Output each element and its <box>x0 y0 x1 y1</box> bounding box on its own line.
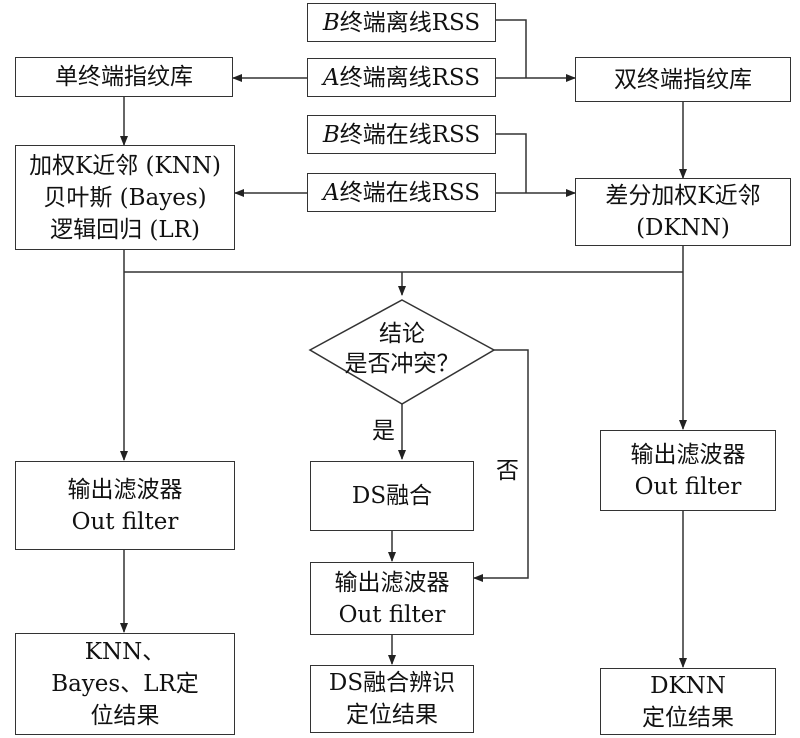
edge-label-yes: 是 <box>372 418 395 444</box>
output-filter-left: 输出滤波器 Out filter <box>15 461 235 550</box>
filter-left-line-1: 输出滤波器 <box>67 476 183 503</box>
algorithm-lr: 逻辑回归 (LR) <box>50 216 200 243</box>
ds-fusion-label: DS融合 <box>351 483 433 509</box>
decision-line-1: 结论 <box>379 321 425 347</box>
dknn-line-1: 差分加权K近邻 <box>605 183 761 209</box>
result-left-line-2: Bayes、LR定 <box>51 671 199 697</box>
result-middle-box: DS融合辨识 定位结果 <box>310 665 474 733</box>
result-right-line-1: DKNN <box>650 672 726 699</box>
b-offline-prefix: B <box>322 9 340 36</box>
b-online-text: 终端在线RSS <box>339 121 481 148</box>
output-filter-right: 输出滤波器 Out filter <box>600 430 776 511</box>
output-filter-middle: 输出滤波器 Out filter <box>310 562 474 635</box>
single-db-label: 单终端指纹库 <box>55 64 193 90</box>
a-online-prefix: A <box>322 179 340 206</box>
edge-b-offline-to-dual-db <box>496 19 527 78</box>
edge-b-online-to-dknn <box>496 133 527 193</box>
single-terminal-fingerprint-db: 单终端指纹库 <box>15 57 233 97</box>
filter-mid-line-1: 输出滤波器 <box>334 569 450 596</box>
dual-terminal-fingerprint-db: 双终端指纹库 <box>575 57 791 102</box>
filter-left-line-2: Out filter <box>71 508 179 535</box>
decision-line-2: 是否冲突？ <box>344 351 460 377</box>
algorithm-knn: 加权K近邻 (KNN) <box>29 152 221 179</box>
a-offline-text: 终端离线RSS <box>339 64 481 91</box>
ds-fusion-box: DS融合 <box>310 461 474 531</box>
dual-db-label: 双终端指纹库 <box>614 66 752 93</box>
filter-right-line-2: Out filter <box>634 473 742 500</box>
a-offline-prefix: A <box>322 64 340 91</box>
result-right-line-2: 定位结果 <box>642 704 734 731</box>
algorithms-box: 加权K近邻 (KNN) 贝叶斯 (Bayes) 逻辑回归 (LR) <box>15 145 235 250</box>
dknn-box: 差分加权K近邻 (DKNN) <box>575 178 791 246</box>
result-left-box: KNN、 Bayes、LR定 位结果 <box>15 633 235 735</box>
decision-node: 结论 是否冲突？ <box>310 306 494 392</box>
dknn-line-2: (DKNN) <box>636 215 730 241</box>
algorithm-bayes: 贝叶斯 (Bayes) <box>43 184 207 211</box>
filter-right-line-1: 输出滤波器 <box>630 441 746 468</box>
b-offline-text: 终端离线RSS <box>339 9 481 36</box>
b-offline-rss-box: B终端离线RSS <box>307 3 496 42</box>
result-right-box: DKNN 定位结果 <box>600 668 776 735</box>
b-online-rss-box: B终端在线RSS <box>307 115 496 154</box>
a-online-rss-box: A终端在线RSS <box>307 173 496 212</box>
decision-diamond-shape <box>308 299 496 405</box>
a-offline-rss-box: A终端离线RSS <box>307 58 496 97</box>
filter-mid-line-2: Out filter <box>338 601 446 628</box>
edge-decision-no <box>473 349 529 582</box>
result-left-line-1: KNN、 <box>84 639 166 665</box>
result-left-line-3: 位结果 <box>90 703 160 729</box>
a-online-text: 终端在线RSS <box>339 179 481 206</box>
b-online-prefix: B <box>322 121 340 148</box>
result-mid-line-2: 定位结果 <box>346 702 438 728</box>
edge-label-no: 否 <box>496 458 519 484</box>
result-mid-line-1: DS融合辨识 <box>328 670 456 696</box>
